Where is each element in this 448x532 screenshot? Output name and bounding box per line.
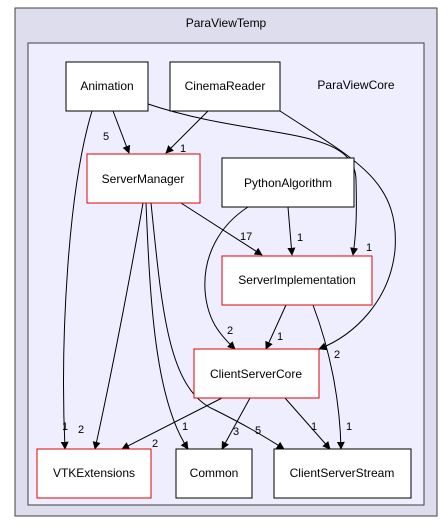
edge-label-cinemareader-servermanager: 1: [180, 143, 186, 155]
node-cinemareader-box: [169, 61, 281, 112]
edge-label-animation-servermanager: 5: [103, 131, 109, 143]
edge-label-servermanager-clientserverstream: 5: [255, 425, 261, 437]
node-animation-label: Animation: [80, 79, 133, 93]
node-common-label: Common: [190, 466, 239, 480]
edge-cinemareader-clientservercore[interactable]: [279, 110, 396, 351]
edges: [60, 103, 396, 450]
node-animation[interactable]: Animation: [65, 61, 149, 112]
edge-animation-serverimplementation[interactable]: [147, 103, 359, 256]
node-servermanager-box: [86, 153, 201, 204]
edge-label-clientservercore-clientserverstream: 1: [311, 421, 317, 433]
edge-label-serverimplementation-clientserverstream: 1: [346, 421, 352, 433]
edge-label-pythonalgorithm-clientservercore: 2: [227, 325, 233, 337]
node-pythonalgorithm[interactable]: PythonAlgorithm: [221, 157, 355, 208]
cluster-paraviewtemp-label: ParaViewTemp: [186, 16, 267, 30]
node-animation-box: [65, 61, 149, 112]
edge-label-clientservercore-common: 3: [233, 426, 239, 438]
edge-label-cinemareader-clientservercore: 2: [334, 349, 340, 361]
node-pythonalgorithm-label: PythonAlgorithm: [244, 176, 332, 190]
edge-pythonalgorithm-clientservercore[interactable]: [204, 206, 249, 350]
node-clientservercore[interactable]: ClientServerCore: [193, 348, 320, 399]
edge-serverimplementation-clientserverstream[interactable]: [312, 304, 345, 450]
node-serverimplementation-box: [221, 255, 373, 306]
node-clientserverstream[interactable]: ClientServerStream: [273, 448, 412, 499]
edge-label-animation-serverimplementation: 1: [366, 242, 372, 254]
edge-labels: 5 1 1 1 2 17 2 1 5 1 2 1 1 2 3 1: [62, 131, 372, 450]
node-clientservercore-label: ClientServerCore: [210, 367, 302, 381]
edge-clientservercore-vtkextensions[interactable]: [121, 397, 223, 450]
edge-animation-vtkextensions[interactable]: [60, 110, 93, 450]
node-clientserverstream-box: [273, 448, 412, 499]
node-vtkextensions-label: VTKExtensions: [53, 466, 135, 480]
node-cinemareader-label: CinemaReader: [185, 79, 266, 93]
edge-servermanager-common[interactable]: [145, 202, 189, 450]
edge-servermanager-vtkextensions[interactable]: [92, 202, 144, 450]
node-common[interactable]: Common: [175, 448, 253, 499]
node-servermanager[interactable]: ServerManager: [86, 153, 201, 204]
node-serverimplementation-label: ServerImplementation: [238, 273, 355, 287]
edge-clientservercore-clientserverstream[interactable]: [284, 397, 331, 450]
edge-label-servermanager-common: 1: [182, 421, 188, 433]
edge-pythonalgorithm-serverimplementation[interactable]: [287, 206, 296, 256]
edge-label-serverimplementation-clientservercore: 1: [277, 331, 283, 343]
node-clientservercore-box: [193, 348, 320, 399]
node-cinemareader[interactable]: CinemaReader: [169, 61, 281, 112]
edge-label-clientservercore-vtkextensions: 2: [152, 438, 158, 450]
node-clientserverstream-label: ClientServerStream: [290, 466, 395, 480]
edge-label-pythonalgorithm-serverimplementation: 1: [297, 232, 303, 244]
edge-servermanager-serverimplementation[interactable]: [180, 202, 263, 256]
node-serverimplementation[interactable]: ServerImplementation: [221, 255, 373, 306]
edge-label-animation-vtkextensions: 1: [62, 421, 68, 433]
node-servermanager-label: ServerManager: [102, 172, 185, 186]
edge-serverimplementation-clientservercore[interactable]: [265, 304, 287, 350]
node-common-box: [175, 448, 253, 499]
edge-label-servermanager-serverimplementation: 17: [240, 231, 252, 243]
node-vtkextensions[interactable]: VTKExtensions: [36, 448, 152, 499]
edge-animation-servermanager[interactable]: [112, 110, 131, 154]
node-pythonalgorithm-box: [221, 157, 355, 208]
cluster-paraviewcore-label: ParaViewCore: [317, 78, 394, 92]
edge-clientservercore-common[interactable]: [221, 397, 251, 450]
edge-cinemareader-servermanager[interactable]: [165, 110, 209, 154]
edge-label-servermanager-vtkextensions: 2: [78, 424, 84, 436]
node-vtkextensions-box: [36, 448, 152, 499]
